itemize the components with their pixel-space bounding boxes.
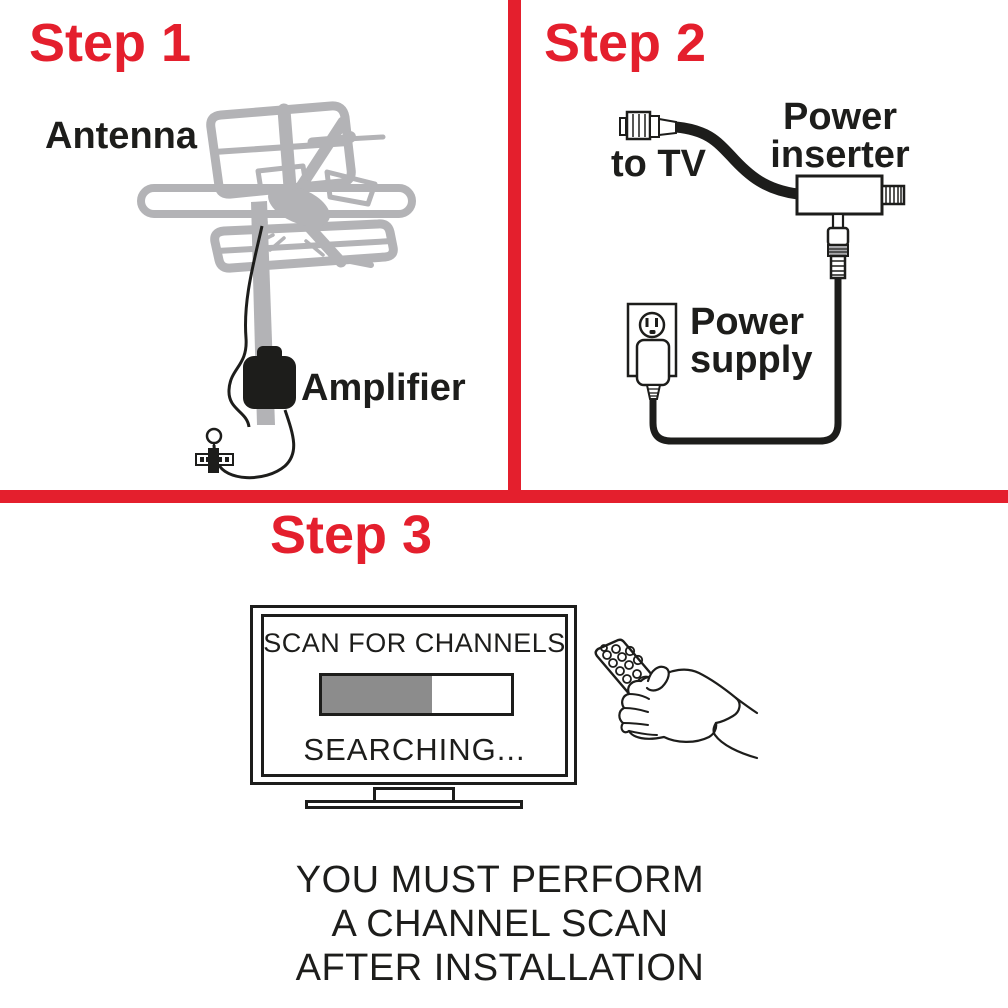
coax-to-tv-cable	[675, 121, 799, 200]
power-inserter-label-line2: inserter	[770, 134, 910, 176]
power-supply-label-line1: Power	[690, 301, 805, 343]
amplifier-icon	[243, 346, 296, 409]
divider-vertical	[508, 0, 521, 503]
divider-horizontal	[0, 490, 1008, 503]
tv-searching-text: SEARCHING...	[303, 732, 526, 767]
antenna-label: Antenna	[45, 115, 197, 157]
scan-progress-bar	[319, 673, 514, 716]
footer-line: YOU MUST PERFORM	[295, 859, 705, 901]
footer-warning: YOU MUST PERFORM A CHANNEL SCAN AFTER IN…	[0, 858, 1000, 990]
tv-screen-title: SCAN FOR CHANNELS	[263, 628, 566, 658]
power-inserter-label-line1: Power	[782, 96, 898, 138]
power-supply-label: Power supply	[690, 303, 812, 379]
power-supply-label-line2: supply	[690, 339, 813, 381]
step1-title: Step 1	[29, 13, 192, 73]
power-cable	[649, 276, 842, 445]
dc-plug-icon	[826, 212, 850, 280]
hand-icon	[618, 665, 759, 760]
amplifier-label: Amplifier	[301, 367, 466, 409]
grounding-block-icon	[195, 427, 234, 473]
step3-title: Step 3	[270, 505, 433, 565]
f-connector-icon	[619, 110, 677, 141]
tv-stand-base	[305, 800, 523, 809]
to-tv-label: to TV	[611, 143, 706, 185]
power-inserter-label: Power inserter	[770, 98, 910, 174]
scan-progress-fill	[322, 676, 432, 713]
footer-line: AFTER INSTALLATION	[295, 947, 705, 989]
power-inserter-icon	[795, 174, 906, 216]
footer-line: A CHANNEL SCAN	[331, 903, 669, 945]
step2-title: Step 2	[544, 13, 707, 73]
power-adapter-icon	[635, 338, 671, 400]
